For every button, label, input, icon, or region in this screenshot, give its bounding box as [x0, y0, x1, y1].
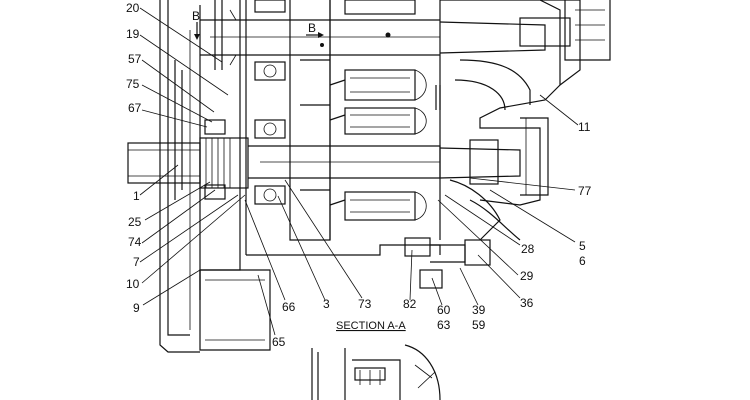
callout-67: 67 [128, 101, 142, 115]
section-detail [311, 344, 441, 400]
callout-labels: 20 19 57 75 67 1 25 74 7 10 9 66 65 3 73… [126, 1, 592, 349]
callout-20: 20 [126, 1, 140, 15]
callout-10: 10 [126, 277, 140, 291]
callout-1: 1 [133, 189, 140, 203]
callout-3: 3 [323, 297, 330, 311]
leader-lines [139, 7, 579, 336]
callout-7: 7 [133, 255, 140, 269]
callout-6: 6 [579, 254, 586, 268]
callout-74: 74 [128, 235, 142, 249]
callout-63: 63 [437, 318, 451, 332]
upper-shaft [200, 0, 546, 70]
callout-11: 11 [578, 120, 591, 134]
drive-shaft [127, 137, 521, 189]
section-title: SECTION A-A [336, 320, 406, 332]
callout-66: 66 [282, 300, 296, 314]
callout-36: 36 [520, 296, 534, 310]
section-marker-b-left: B [192, 9, 200, 23]
bearings [204, 0, 286, 205]
callout-65: 65 [272, 335, 286, 349]
callout-39: 39 [472, 303, 486, 317]
callout-77: 77 [578, 184, 592, 198]
callout-73: 73 [358, 297, 372, 311]
section-marker-b-right: B [308, 21, 316, 35]
callout-29: 29 [520, 269, 534, 283]
callout-75: 75 [126, 77, 140, 91]
callout-57: 57 [128, 52, 142, 66]
callout-82: 82 [403, 297, 417, 311]
callout-9: 9 [133, 301, 140, 315]
cylinder-block [289, 0, 441, 241]
callout-28: 28 [521, 242, 535, 256]
lower-housing [199, 237, 491, 351]
callout-59: 59 [472, 318, 486, 332]
callout-5: 5 [579, 239, 586, 253]
callout-25: 25 [128, 215, 142, 229]
right-housing [440, 0, 611, 241]
section-markers: B B [192, 9, 324, 40]
callout-19: 19 [126, 27, 140, 41]
callout-60: 60 [437, 303, 451, 317]
